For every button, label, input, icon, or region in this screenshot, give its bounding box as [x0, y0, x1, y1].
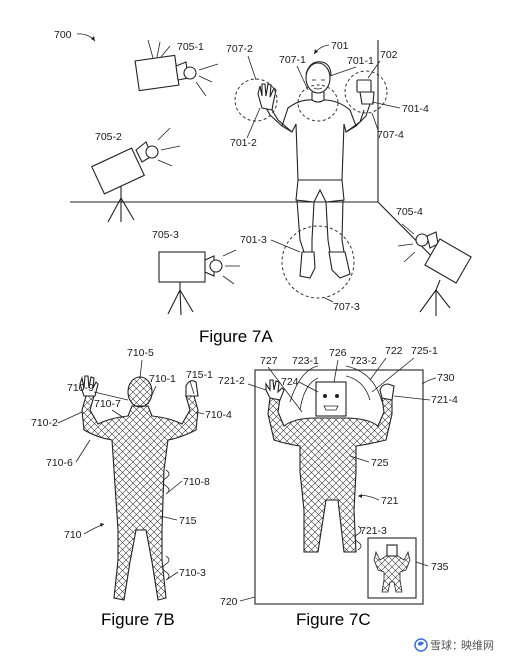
watermark-brand: 雪球	[430, 638, 452, 652]
inset-thumbnail-735	[367, 537, 417, 599]
arc-723-1	[289, 365, 319, 403]
label-710-4: 710-4	[205, 409, 232, 421]
label-710-8: 710-8	[183, 476, 210, 488]
label-701-1: 701-1	[347, 55, 374, 67]
avatar-721	[265, 379, 395, 553]
label-735: 735	[431, 561, 449, 573]
label-707-3: 707-3	[333, 301, 360, 313]
camera-705-4	[397, 223, 472, 316]
label-721: 721	[381, 495, 399, 507]
caption-figure-7a: Figure 7A	[199, 327, 273, 346]
label-705-2: 705-2	[95, 131, 122, 143]
label-707-1: 707-1	[279, 54, 306, 66]
label-705-4: 705-4	[396, 206, 423, 218]
label-724: 724	[281, 376, 299, 388]
camera-705-3	[158, 249, 240, 316]
display-frame-720	[254, 369, 424, 605]
camera-705-1	[134, 39, 219, 97]
watermark: 雪球 ： 映维网	[414, 638, 494, 652]
label-710-6: 710-6	[46, 457, 73, 469]
label-701-4: 701-4	[402, 103, 429, 115]
caption-figure-7b: Figure 7B	[101, 610, 175, 629]
caption-figure-7c: Figure 7C	[296, 610, 371, 629]
label-722: 722	[385, 345, 403, 357]
label-710-3: 710-3	[179, 567, 206, 579]
figure-7a: 700 705-1 705-2	[54, 29, 472, 346]
label-721-3: 721-3	[360, 525, 387, 537]
label-730: 730	[437, 372, 455, 384]
label-705-3: 705-3	[152, 229, 179, 241]
figure-7b: 710-5 710-9 710-1 715-1 710-7 710-2 710-…	[31, 347, 232, 629]
region-707-4	[344, 70, 388, 114]
label-726: 726	[329, 347, 347, 359]
label-707-4: 707-4	[377, 129, 404, 141]
label-710: 710	[64, 529, 82, 541]
label-710-7: 710-7	[94, 398, 121, 410]
label-700: 700	[54, 29, 72, 41]
label-715: 715	[179, 515, 197, 527]
label-721-4: 721-4	[431, 394, 458, 406]
label-725: 725	[371, 457, 389, 469]
label-701: 701	[331, 40, 349, 52]
person-701	[257, 61, 375, 279]
arc-723-2	[345, 365, 383, 403]
leader-700	[76, 33, 96, 42]
camera-705-2	[90, 127, 181, 223]
figure-7c: 727 723-1 726 723-2 722 725-1 724 730 72…	[218, 345, 458, 629]
label-710-5: 710-5	[127, 347, 154, 359]
label-725-1: 725-1	[411, 345, 438, 357]
label-720: 720	[220, 596, 238, 608]
label-701-3: 701-3	[240, 234, 267, 246]
label-723-2: 723-2	[350, 355, 377, 367]
region-707-3	[281, 225, 355, 299]
arc-727	[299, 377, 319, 411]
label-715-1: 715-1	[186, 369, 213, 381]
label-727: 727	[260, 355, 278, 367]
watermark-separator: ：	[452, 639, 463, 652]
watermark-logo-icon	[414, 638, 428, 652]
body-model-710	[79, 375, 199, 601]
label-710-9: 710-9	[67, 382, 94, 394]
label-701-2: 701-2	[230, 137, 257, 149]
label-710-2: 710-2	[31, 417, 58, 429]
arc-722	[345, 375, 371, 401]
region-707-1	[297, 84, 339, 122]
label-710-1: 710-1	[149, 373, 176, 385]
label-707-2: 707-2	[226, 43, 253, 55]
label-705-1: 705-1	[177, 41, 204, 53]
watermark-account: 映维网	[461, 639, 494, 652]
label-721-2: 721-2	[218, 375, 245, 387]
label-702: 702	[380, 49, 398, 61]
label-723-1: 723-1	[292, 355, 319, 367]
region-707-2	[234, 78, 278, 122]
